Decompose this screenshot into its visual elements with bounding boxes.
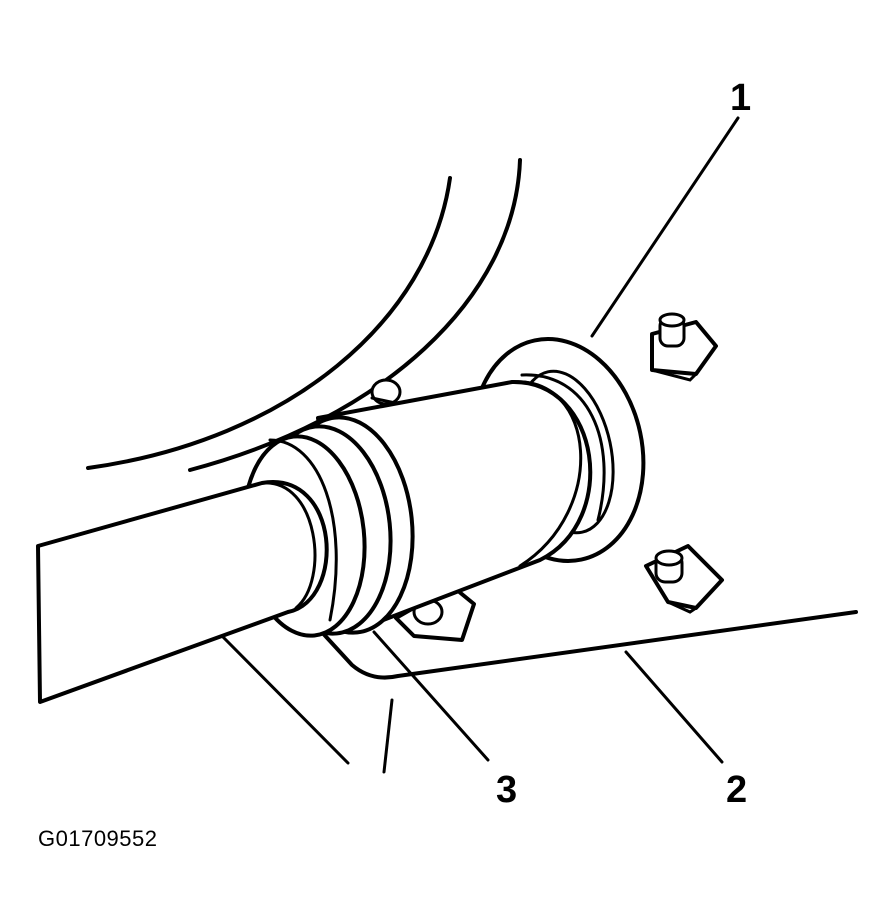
stabilizer-bar-shaft xyxy=(36,480,329,704)
lower-stud-nut xyxy=(644,544,724,614)
callout-3-label: 3 xyxy=(496,769,517,811)
callout-1-label: 1 xyxy=(730,77,751,119)
leader-line-3 xyxy=(372,630,490,762)
frame-vertical-line xyxy=(382,698,394,774)
mounting-surface-edge xyxy=(316,610,858,680)
inner-contour-arc xyxy=(86,176,452,470)
bushing-top-stud xyxy=(370,378,402,406)
frame-lower-line xyxy=(220,634,350,765)
leader-line-1 xyxy=(590,116,740,338)
upper-stud-nut xyxy=(650,312,718,382)
callout-2-label: 2 xyxy=(726,769,747,811)
figure-id: G01709552 xyxy=(38,826,158,851)
leader-line-2 xyxy=(624,650,724,764)
outer-contour-arc xyxy=(188,158,522,472)
